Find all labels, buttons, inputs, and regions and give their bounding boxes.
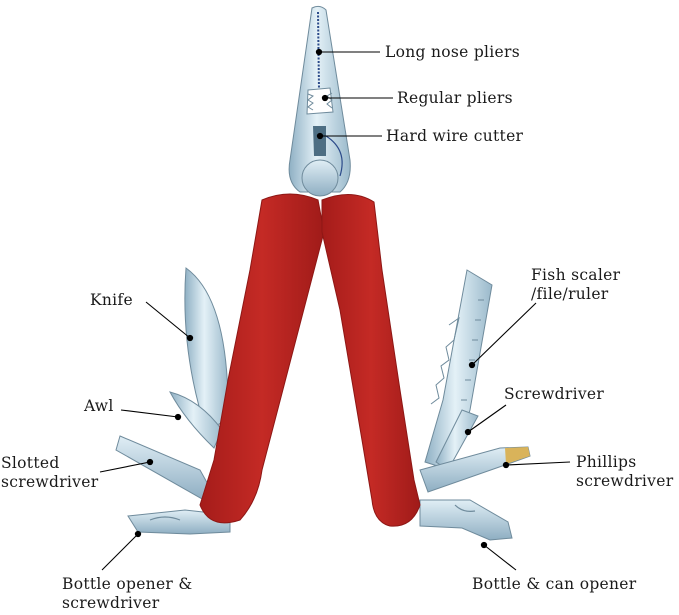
bottle-can-opener-tool: [419, 499, 513, 541]
label-knife: Knife: [90, 291, 133, 309]
label-phillips-screwdriver: Phillips screwdriver: [576, 453, 674, 490]
left-handle: [199, 193, 325, 524]
label-slotted-screwdriver: Slotted screwdriver: [1, 454, 99, 491]
label-screwdriver: Screwdriver: [504, 385, 605, 403]
right-handle: [321, 194, 421, 527]
label-regular-pliers: Regular pliers: [397, 89, 513, 107]
leader-lines: [99, 48, 571, 571]
phillips-screwdriver-tool: [419, 446, 531, 493]
label-long-nose-pliers: Long nose pliers: [385, 43, 520, 61]
label-bottle-can-opener: Bottle & can opener: [472, 575, 637, 593]
label-hard-wire-cutter: Hard wire cutter: [386, 127, 524, 145]
pliers-head: [288, 5, 351, 197]
label-bottle-opener-screwdriver: Bottle opener & screwdriver: [62, 575, 193, 612]
slotted-screwdriver-tool: [115, 435, 215, 501]
label-awl: Awl: [84, 397, 114, 415]
label-fish-scaler-file-ruler: Fish scaler /file/ruler: [531, 266, 621, 303]
